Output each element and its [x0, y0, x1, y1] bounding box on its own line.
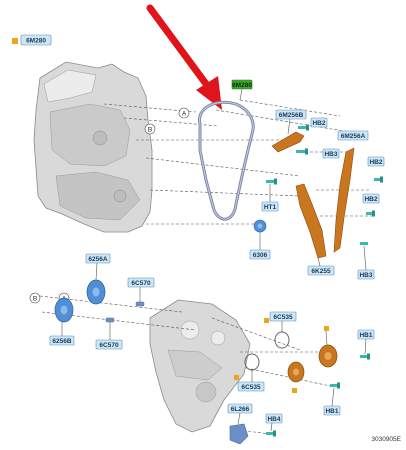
cam-actuator-left-icon — [287, 361, 305, 383]
cam-sprocket-6256a-icon — [86, 279, 106, 305]
bolt-6c570-a-icon — [135, 301, 145, 307]
bolt-hb1-b-icon — [330, 382, 340, 389]
label-6306-text: 6306 — [253, 252, 268, 259]
label-6k255-text: 6K255 — [311, 268, 331, 275]
label-6m256a-top — [337, 130, 369, 141]
bolt-6c570-b-icon — [105, 317, 115, 323]
label-hb4 — [265, 413, 283, 424]
label-6256a — [85, 253, 111, 264]
callout-b-lower — [29, 292, 41, 304]
label-hb3-b-text: HB3 — [359, 272, 372, 279]
bolt-icon — [296, 124, 309, 155]
label-6c570-a-text: 6C570 — [131, 280, 151, 287]
document-id: 3030905E — [371, 436, 401, 443]
label-6c535-a-text: 6C535 — [273, 314, 293, 321]
callout-a-upper-text: A — [182, 111, 187, 118]
label-hb3-a-text: HB3 — [324, 151, 337, 158]
label-ht1-text: HT1 — [264, 204, 277, 211]
seal-ring-b-icon — [244, 353, 260, 371]
label-6256a-text: 6256A — [88, 256, 107, 263]
label-6m256b-top-text: 6M256B — [279, 112, 304, 119]
seal-ring-a-icon — [274, 331, 290, 349]
chain-guide-right-icon — [333, 147, 355, 253]
swatch-6c535-b — [234, 375, 239, 380]
chain-guide-upper-icon — [271, 131, 305, 153]
sprocket-6306-icon — [253, 219, 267, 233]
label-hb2-b — [367, 156, 385, 167]
swatch-actuator-left — [292, 388, 297, 393]
tensioner-arm-icon — [295, 183, 327, 259]
sensor-6l266-icon — [229, 423, 249, 445]
callout-b-upper-text: B — [148, 127, 152, 134]
label-hb4-text: HB4 — [267, 416, 280, 423]
front-cover-icon — [149, 299, 251, 433]
label-6m280-top-text: 6M280 — [232, 82, 252, 89]
label-hb1-a-text: HB1 — [359, 332, 372, 339]
label-hb3-a — [322, 148, 340, 159]
swatch-6c535-a — [264, 318, 269, 323]
bolt-right-icon — [366, 176, 383, 217]
label-6m256a-top-text: 6M256A — [341, 133, 366, 140]
callout-b-lower-text: B — [33, 296, 37, 303]
callout-a-upper — [178, 107, 190, 119]
label-6c570-b-text: 6C570 — [99, 342, 119, 349]
label-6k255 — [307, 265, 335, 276]
label-6l266-text: 6L266 — [231, 406, 250, 413]
bolt-ht1-icon — [266, 178, 277, 185]
label-hb2-a-text: HB2 — [312, 120, 325, 127]
label-6256b-text: 6256B — [52, 338, 71, 345]
bolt-hb4-icon — [266, 430, 276, 437]
label-hb2-c — [362, 193, 380, 204]
legend-swatch — [12, 38, 18, 44]
bolt-hb1-a-icon — [360, 353, 370, 360]
label-hb2-b-text: HB2 — [369, 159, 382, 166]
legend-code-box — [20, 34, 52, 46]
timing-chain-highlight — [199, 101, 254, 220]
bolt-hb3-icon — [360, 242, 368, 245]
label-6c570-a — [127, 277, 155, 288]
cam-actuator-right-icon — [318, 344, 338, 368]
label-6m256b-top — [275, 109, 307, 120]
label-6c535-b — [237, 381, 265, 392]
cam-sprocket-6256b-icon — [54, 297, 74, 323]
callout-b-upper — [144, 123, 156, 135]
swatch-actuator-right — [324, 326, 329, 331]
leader-lines-upper — [103, 99, 372, 225]
pointer-arrow-icon — [146, 4, 222, 110]
label-hb2-a — [310, 117, 328, 128]
label-6c535-b-text: 6C535 — [241, 384, 261, 391]
label-6c535-a — [269, 311, 297, 322]
label-hb2-c-text: HB2 — [364, 196, 377, 203]
label-hb1-b-text: HB1 — [325, 408, 338, 415]
label-6c570-b — [95, 339, 123, 350]
engine-block-icon — [33, 61, 153, 233]
legend-code-text: 6M280 — [26, 38, 46, 45]
